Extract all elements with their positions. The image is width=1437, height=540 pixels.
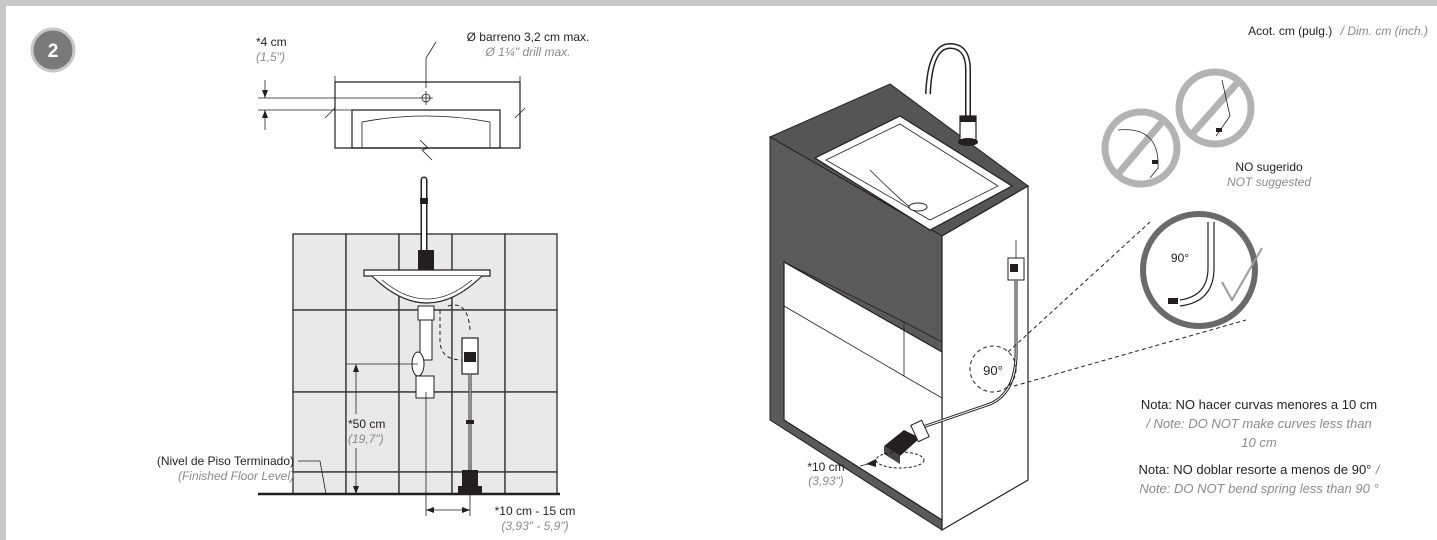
not-suggested-label: NO sugerido	[1235, 160, 1303, 174]
note-spring-slash: /	[1375, 462, 1381, 477]
note-curves-en-1: / Note: DO NOT make curves less than	[1145, 416, 1371, 431]
front-view	[258, 176, 560, 516]
iso-view	[768, 42, 1247, 532]
angle-label: 90°	[983, 363, 1003, 378]
note-spring-es: Nota: NO doblar resorte a menos de 90°	[1139, 462, 1372, 477]
hole-label: Ø barreno 3,2 cm max.	[467, 30, 590, 44]
dimensions-legend-es: Acot. cm (pulg.)	[1248, 24, 1332, 38]
detail-angle-label: 90°	[1171, 251, 1189, 265]
floor-level-label-en: (Finished Floor Level)	[178, 469, 294, 483]
hole-label-en: Ø 1¼" drill max.	[485, 45, 571, 59]
dimensions-legend: Acot. cm (pulg.) / Dim. cm (inch.)	[1248, 22, 1428, 39]
note-spring-en: Note: DO NOT bend spring less than 90 °	[1139, 481, 1378, 496]
note-curves: Nota: NO hacer curvas menores a 10 cm	[1141, 397, 1377, 412]
offset-label-en: (3,93" - 5,9")	[501, 519, 568, 533]
note-curves-en-2: 10 cm	[1241, 435, 1277, 450]
sensor-distance-label: *10 cm	[807, 460, 844, 474]
step-number: 2	[48, 41, 59, 62]
top-view	[258, 41, 526, 161]
step-badge: 2	[30, 27, 76, 73]
not-suggested-sign-1	[1101, 108, 1181, 188]
sensor-distance-label-en: (3,93")	[808, 474, 844, 488]
not-suggested-sign-2	[1175, 68, 1255, 148]
not-suggested-label-en: NOT suggested	[1227, 175, 1311, 189]
detail-90-degree	[1140, 211, 1263, 329]
dimensions-legend-en: / Dim. cm (inch.)	[1340, 24, 1428, 38]
floor-level-label: (Nivel de Piso Terminado)	[157, 454, 294, 468]
height-label: *50 cm	[348, 417, 385, 431]
offset-label: *10 cm - 15 cm	[495, 504, 576, 518]
setback-label-en: (1,5")	[256, 50, 285, 64]
setback-label: *4 cm	[256, 35, 287, 49]
height-label-en: (19,7")	[348, 432, 384, 446]
note-spring: Nota: NO doblar resorte a menos de 90° /	[1139, 461, 1381, 478]
